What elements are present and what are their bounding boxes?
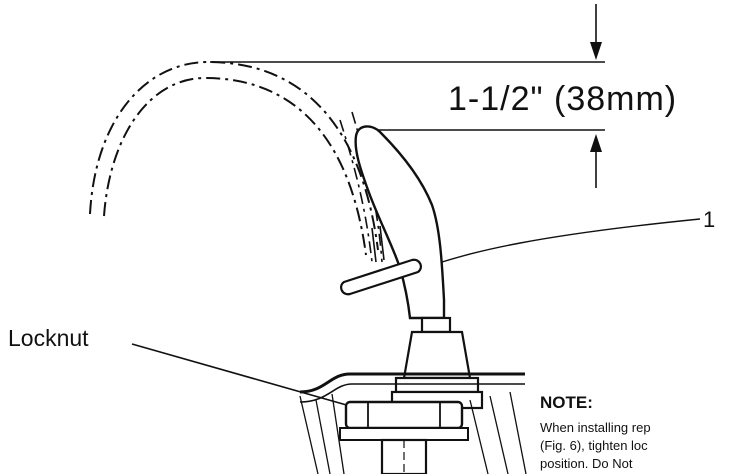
washer bbox=[339, 427, 469, 441]
water-tick-2 bbox=[379, 225, 385, 261]
dimension-label: 1-1/2" (38mm) bbox=[448, 80, 678, 118]
locknut-body bbox=[344, 400, 464, 430]
water-tick-1 bbox=[371, 227, 377, 263]
locknut-label: Locknut bbox=[8, 325, 89, 351]
callout-number-1: 1 bbox=[703, 207, 716, 232]
water-arc-outer bbox=[89, 60, 379, 251]
note-line-2: (Fig. 6), tighten loc bbox=[540, 438, 648, 453]
bubbler-neck bbox=[420, 316, 452, 334]
deck-hatching bbox=[299, 391, 527, 474]
bubbler-collar bbox=[402, 330, 472, 380]
water-arc-inner bbox=[103, 76, 367, 256]
dim-arrow-bottom-head bbox=[590, 134, 602, 152]
callout-1-leader bbox=[441, 218, 701, 263]
dim-arrow-top-head bbox=[590, 42, 602, 60]
dimension-lines bbox=[210, 4, 605, 188]
deck-panel bbox=[299, 372, 525, 394]
collar-base bbox=[394, 376, 480, 394]
locknut-leader bbox=[131, 343, 351, 407]
bubbler-head bbox=[354, 125, 446, 320]
water-stream-1 bbox=[339, 119, 373, 263]
note-line-1: When installing rep bbox=[540, 420, 651, 435]
note-line-3: position. Do Not bbox=[540, 456, 633, 471]
note-heading: NOTE: bbox=[540, 393, 593, 412]
bubbler-guard bbox=[340, 258, 422, 296]
deck-panel-underside bbox=[299, 383, 525, 403]
